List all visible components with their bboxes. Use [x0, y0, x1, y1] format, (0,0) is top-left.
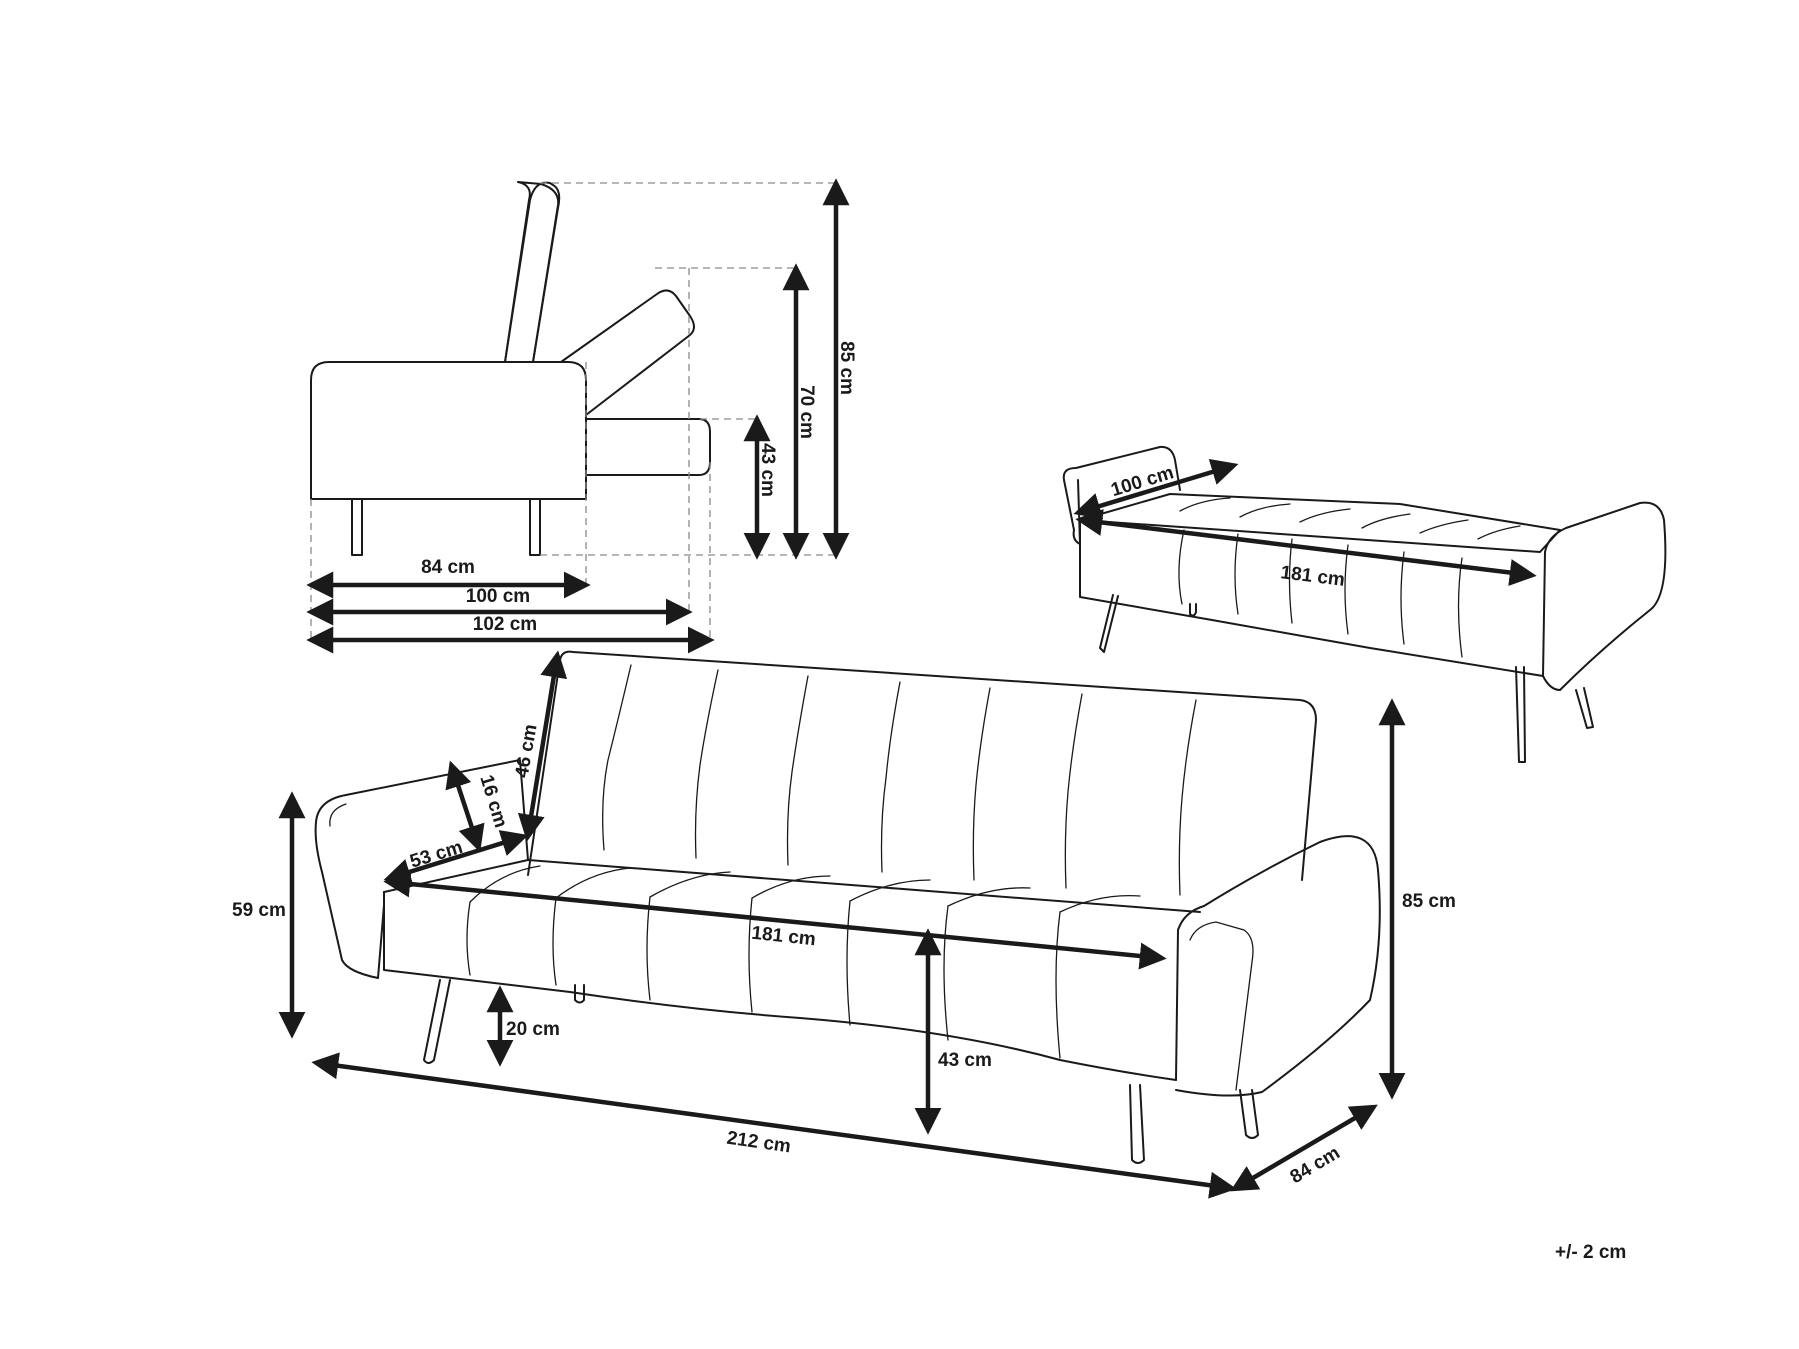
side-view: 84 cm 100 cm 102 cm 43 cm 70 cm 85 cm	[306, 178, 857, 654]
bed-left-armrest	[1062, 445, 1181, 531]
side-backrest-reclined	[560, 289, 695, 416]
dim-line-seat-width	[383, 870, 1167, 970]
label-seat-height: 43 cm	[938, 1050, 992, 1071]
side-backrest-upright	[504, 181, 560, 363]
dim-line-seat-depth	[383, 830, 529, 885]
label-leg-height: 20 cm	[506, 1019, 560, 1040]
label-armrest-height: 59 cm	[232, 900, 286, 921]
dim-line-total-depth	[1230, 1104, 1378, 1192]
dim-line-backrest-height	[517, 650, 568, 842]
side-leg-back	[529, 498, 541, 556]
bed-right-armrest	[1542, 501, 1667, 691]
label-height-bed: 43 cm	[757, 443, 778, 497]
dim-line-bed-width	[1073, 458, 1239, 520]
label-total-height: 85 cm	[1402, 891, 1456, 912]
dim-line-bed-length	[1075, 509, 1537, 586]
bed-leg	[1099, 594, 1119, 653]
label-depth-seated: 84 cm	[421, 557, 475, 578]
dim-line-armrest-thickness	[445, 760, 485, 853]
label-depth-reclined: 100 cm	[466, 586, 530, 607]
tolerance-note: +/- 2 cm	[1555, 1242, 1627, 1263]
label-depth-flat: 102 cm	[473, 614, 537, 635]
side-bed-flat	[585, 418, 711, 476]
front-dimensions: 59 cm 20 cm 43 cm 85 cm 212 cm 84 cm 181…	[232, 650, 1456, 1199]
side-leg-front	[351, 498, 363, 556]
label-armrest-thickness: 16 cm	[475, 773, 511, 831]
dim-line-total-width	[311, 1052, 1237, 1199]
label-height-upright: 85 cm	[836, 341, 857, 395]
bed-view: 100 cm 181 cm	[1062, 445, 1667, 763]
label-height-reclined: 70 cm	[796, 385, 817, 439]
